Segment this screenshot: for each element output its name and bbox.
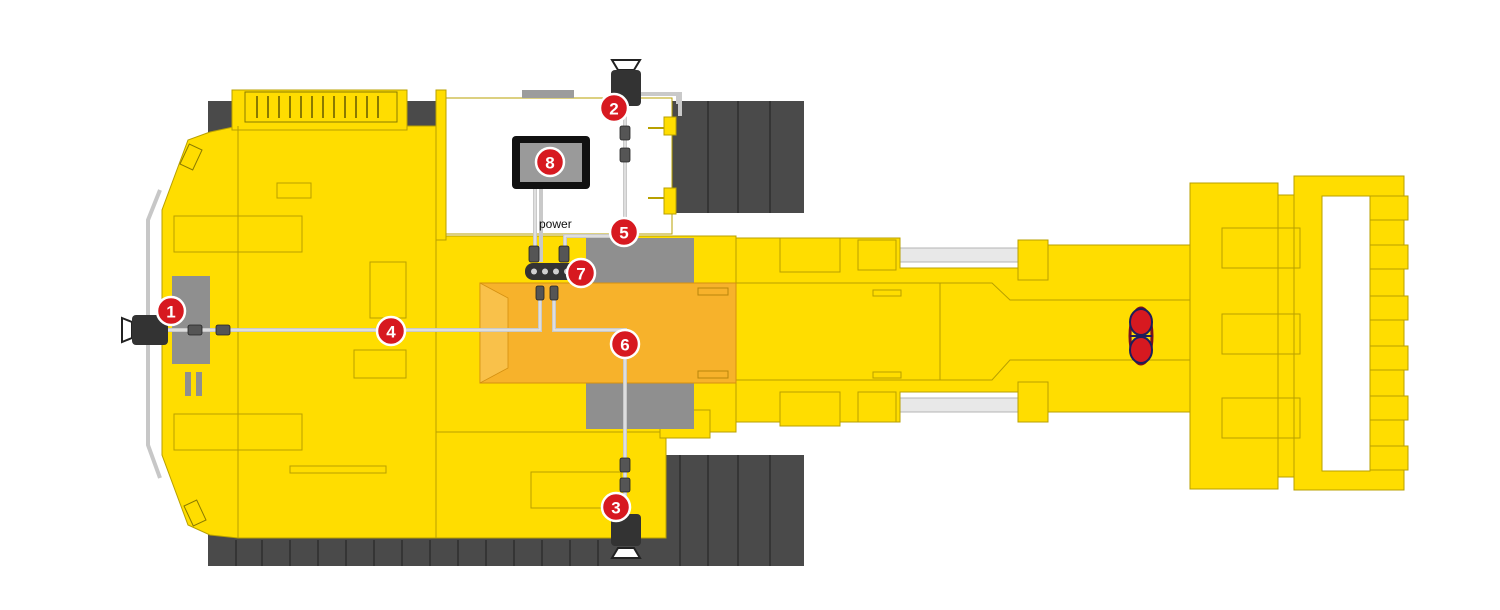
marker-6: 6 bbox=[609, 328, 641, 360]
svg-text:8: 8 bbox=[545, 154, 554, 173]
loader-boom bbox=[699, 237, 1201, 427]
manufacturer-logo-icon bbox=[1128, 306, 1154, 366]
svg-text:5: 5 bbox=[619, 224, 628, 243]
power-label: power bbox=[539, 217, 572, 231]
marker-4: 4 bbox=[375, 315, 407, 347]
svg-text:4: 4 bbox=[386, 323, 396, 342]
marker-5: 5 bbox=[608, 216, 640, 248]
svg-text:2: 2 bbox=[609, 100, 618, 119]
marker-2: 2 bbox=[598, 92, 630, 124]
camera-cabling bbox=[168, 92, 682, 512]
marker-8: 8 bbox=[534, 146, 566, 178]
bucket bbox=[1189, 175, 1409, 491]
svg-text:3: 3 bbox=[611, 499, 620, 518]
marker-3: 3 bbox=[600, 491, 632, 523]
marker-7: 7 bbox=[565, 257, 597, 289]
cable-connectors bbox=[187, 125, 631, 493]
svg-text:1: 1 bbox=[166, 303, 175, 322]
boom-center-panel bbox=[479, 282, 737, 384]
camera-icon bbox=[121, 315, 168, 345]
svg-text:7: 7 bbox=[576, 265, 585, 284]
svg-text:6: 6 bbox=[620, 336, 629, 355]
marker-1: 1 bbox=[155, 295, 187, 327]
